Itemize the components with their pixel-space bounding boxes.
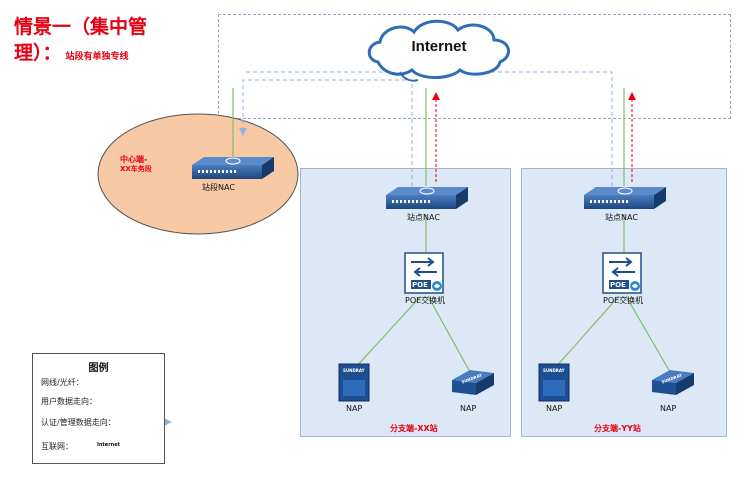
internet-label: Internet <box>411 38 467 55</box>
branch-xx-poe-badge: POE <box>412 281 428 289</box>
branch-yy-poe-label: POE交换机 <box>603 296 644 305</box>
user-data-flow <box>432 92 636 182</box>
branch-yy-nap-1-label: NAP <box>546 404 563 413</box>
branch-xx-nac-device <box>386 187 468 209</box>
center-label: 中心端- <box>120 155 148 164</box>
branch-xx-nap-1-label: NAP <box>346 404 363 413</box>
branch-yy-nac-label: 站点NAC <box>605 213 638 222</box>
internet-cloud-icon <box>367 19 510 82</box>
legend-box: 图例 <box>32 353 165 464</box>
branch-xx-label: 分支端-XX站 <box>390 424 438 433</box>
branch-yy-nap-1-device <box>538 363 570 402</box>
legend-item-user-data: 用户数据走向： <box>41 397 97 406</box>
branch-xx-nap-2-label: NAP <box>460 404 477 413</box>
branch-xx-nap-1-brand: SUNDRAY <box>343 368 365 373</box>
branch-xx-nap-1-device <box>338 363 370 402</box>
cable-lines <box>232 88 671 373</box>
branch-yy-nap-1-brand: SUNDRAY <box>543 368 565 373</box>
legend-title: 图例 <box>88 363 109 374</box>
branch-yy-nap-2-device <box>652 370 694 395</box>
legend-item-cable: 网线/光纤： <box>41 378 84 387</box>
page-title-line2: 理）： <box>14 42 62 64</box>
branch-xx-nap-2-device <box>452 370 494 395</box>
internet-frame <box>218 14 731 119</box>
branch-xx-poe-label: POE交换机 <box>405 296 446 305</box>
page-subtitle: 站段有单独专线 <box>65 52 129 62</box>
branch-yy-nap-2-label: NAP <box>660 404 677 413</box>
branch-yy-poe-badge: POE <box>610 281 626 289</box>
branch-yy-label: 分支端-YY站 <box>594 424 641 433</box>
center-nac-label: 站段NAC <box>202 183 235 192</box>
branch-xx-nac-label: 站点NAC <box>407 213 440 222</box>
center-nac-device <box>192 157 274 179</box>
page-title: 情景一（集中管 <box>14 16 148 38</box>
center-sub-label: XX车务段 <box>120 165 152 173</box>
branch-xx-poe-switch-icon <box>404 252 444 294</box>
auth-data-flow <box>239 71 613 186</box>
legend-item-auth-data: 认证/管理数据走向： <box>41 418 116 427</box>
branch-yy-poe-switch-icon <box>602 252 642 294</box>
legend-item-internet: 互联网： <box>41 442 73 451</box>
legend-cloud-text: Internet <box>97 442 121 448</box>
page-title-cont: 理）：站段有单独专线 <box>14 38 129 65</box>
branch-yy-nac-device <box>584 187 666 209</box>
